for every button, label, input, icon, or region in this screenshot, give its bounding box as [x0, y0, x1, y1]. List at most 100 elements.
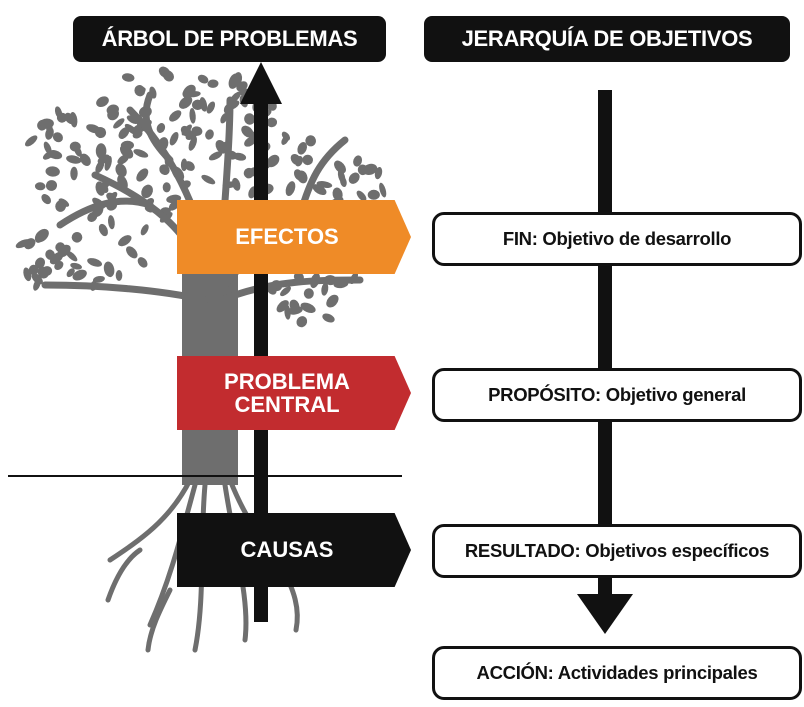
tree-leaf [103, 261, 115, 278]
tree-leaf [207, 79, 219, 88]
tree-leaf [197, 74, 209, 84]
tree-leaf [140, 224, 149, 236]
tree-leaf [86, 124, 101, 134]
tree-leaf [159, 164, 170, 176]
tree-leaf [52, 132, 63, 143]
objective-resultado: RESULTADO: Objetivos específicos [432, 524, 802, 578]
tree-leaf [34, 182, 46, 191]
tree-leaf [169, 131, 179, 146]
tree-leaf [72, 269, 87, 281]
tree-leaf [220, 113, 228, 124]
tree-leaf [367, 189, 380, 200]
tree-leaf [31, 273, 43, 285]
objective-fin: FIN: Objetivo de desarrollo [432, 212, 802, 266]
tree-leaf [92, 275, 105, 283]
tree-leaf [24, 238, 36, 250]
tree-leaf [115, 270, 123, 281]
tree-leaf [45, 166, 60, 177]
tree-leaf [117, 154, 129, 165]
tree-leaf [106, 104, 119, 116]
tree-leaf [55, 200, 67, 212]
tree-leaf [266, 117, 278, 128]
tree-leaf [120, 140, 134, 150]
tree-leaf [34, 257, 46, 269]
tag-efectos: EFECTOS [177, 200, 411, 274]
tree-leaf [54, 261, 64, 270]
tree-leaf [100, 183, 109, 194]
tree-leaf [136, 168, 149, 182]
tree-leaf [296, 316, 308, 328]
tree-leaf [66, 155, 82, 164]
tree-leaf [70, 166, 78, 181]
tree-leaf [118, 235, 132, 247]
tree-leaf [322, 313, 335, 323]
tag-problema-line1: PROBLEMA [224, 368, 350, 394]
tree-leaf [169, 110, 182, 122]
tree-leaf [115, 163, 127, 178]
header-jerarquia-de-objetivos: JERARQUÍA DE OBJETIVOS [424, 16, 790, 62]
tag-problema-line2: CENTRAL [234, 392, 340, 417]
tree-leaf [126, 115, 139, 124]
tree-leaf [74, 146, 82, 157]
tag-problema-central: PROBLEMA CENTRAL [177, 356, 411, 430]
tree-leaf [348, 172, 360, 184]
tree-leaf [162, 182, 171, 193]
tree-leaf [232, 177, 241, 191]
tree-leaf [206, 101, 216, 114]
tree-leaf [70, 262, 82, 270]
tree-leaf [56, 112, 68, 123]
tree-leaf [356, 190, 367, 202]
tree-leaf [374, 167, 383, 180]
tree-leaf [45, 180, 58, 191]
tree-leaf [41, 266, 53, 277]
tree-leaf [113, 118, 125, 129]
tree-leaf [141, 184, 153, 199]
tree-leaf [297, 170, 308, 184]
tree-leaf [205, 129, 214, 140]
tree-leaf [297, 142, 308, 155]
tree-leaf [163, 70, 174, 82]
tree-leaf [334, 160, 346, 174]
tree-leaf [244, 136, 256, 147]
objective-proposito: PROPÓSITO: Objetivo general [432, 368, 802, 422]
tree-leaf [305, 135, 317, 147]
tree-leaf [289, 299, 300, 312]
tree-leaf [126, 246, 138, 259]
tree-leaf [353, 155, 363, 167]
tree-leaf [357, 164, 368, 176]
tree-leaf [188, 136, 197, 151]
tree-leaf [121, 73, 135, 82]
tree-leaf [45, 121, 53, 134]
tree-leaf [25, 135, 38, 147]
tree-leaf [243, 167, 255, 179]
tree-leaf [97, 154, 110, 165]
tree-leaf [285, 181, 296, 197]
tree-leaf [312, 184, 327, 196]
tree-leaf [184, 161, 195, 171]
tree-leaf [300, 302, 316, 313]
tree-leaf [124, 123, 138, 135]
tree-leaf [79, 153, 91, 166]
tree-leaf [133, 149, 149, 158]
tree-leaf [302, 154, 313, 166]
tree-leaf [71, 232, 83, 243]
tree-leaf [35, 232, 44, 243]
tree-leaf [379, 182, 387, 198]
tree-leaf [118, 127, 130, 139]
tree-leaf [276, 300, 289, 313]
header-arbol-de-problemas: ÁRBOL DE PROBLEMAS [73, 16, 386, 62]
tree-leaf [189, 108, 196, 124]
tree-leaf [178, 96, 193, 109]
tree-leaf [244, 113, 256, 125]
tree-leaf [135, 87, 146, 96]
tree-leaf [69, 111, 78, 128]
tree-leaf [326, 294, 339, 308]
tag-causas: CAUSAS [177, 513, 411, 587]
tree-leaf [156, 123, 166, 133]
tree-leaf [281, 135, 290, 145]
tree-leaf [45, 249, 55, 260]
tree-leaf [137, 257, 148, 268]
tree-leaf [43, 141, 52, 155]
tree-leaf [28, 264, 39, 276]
